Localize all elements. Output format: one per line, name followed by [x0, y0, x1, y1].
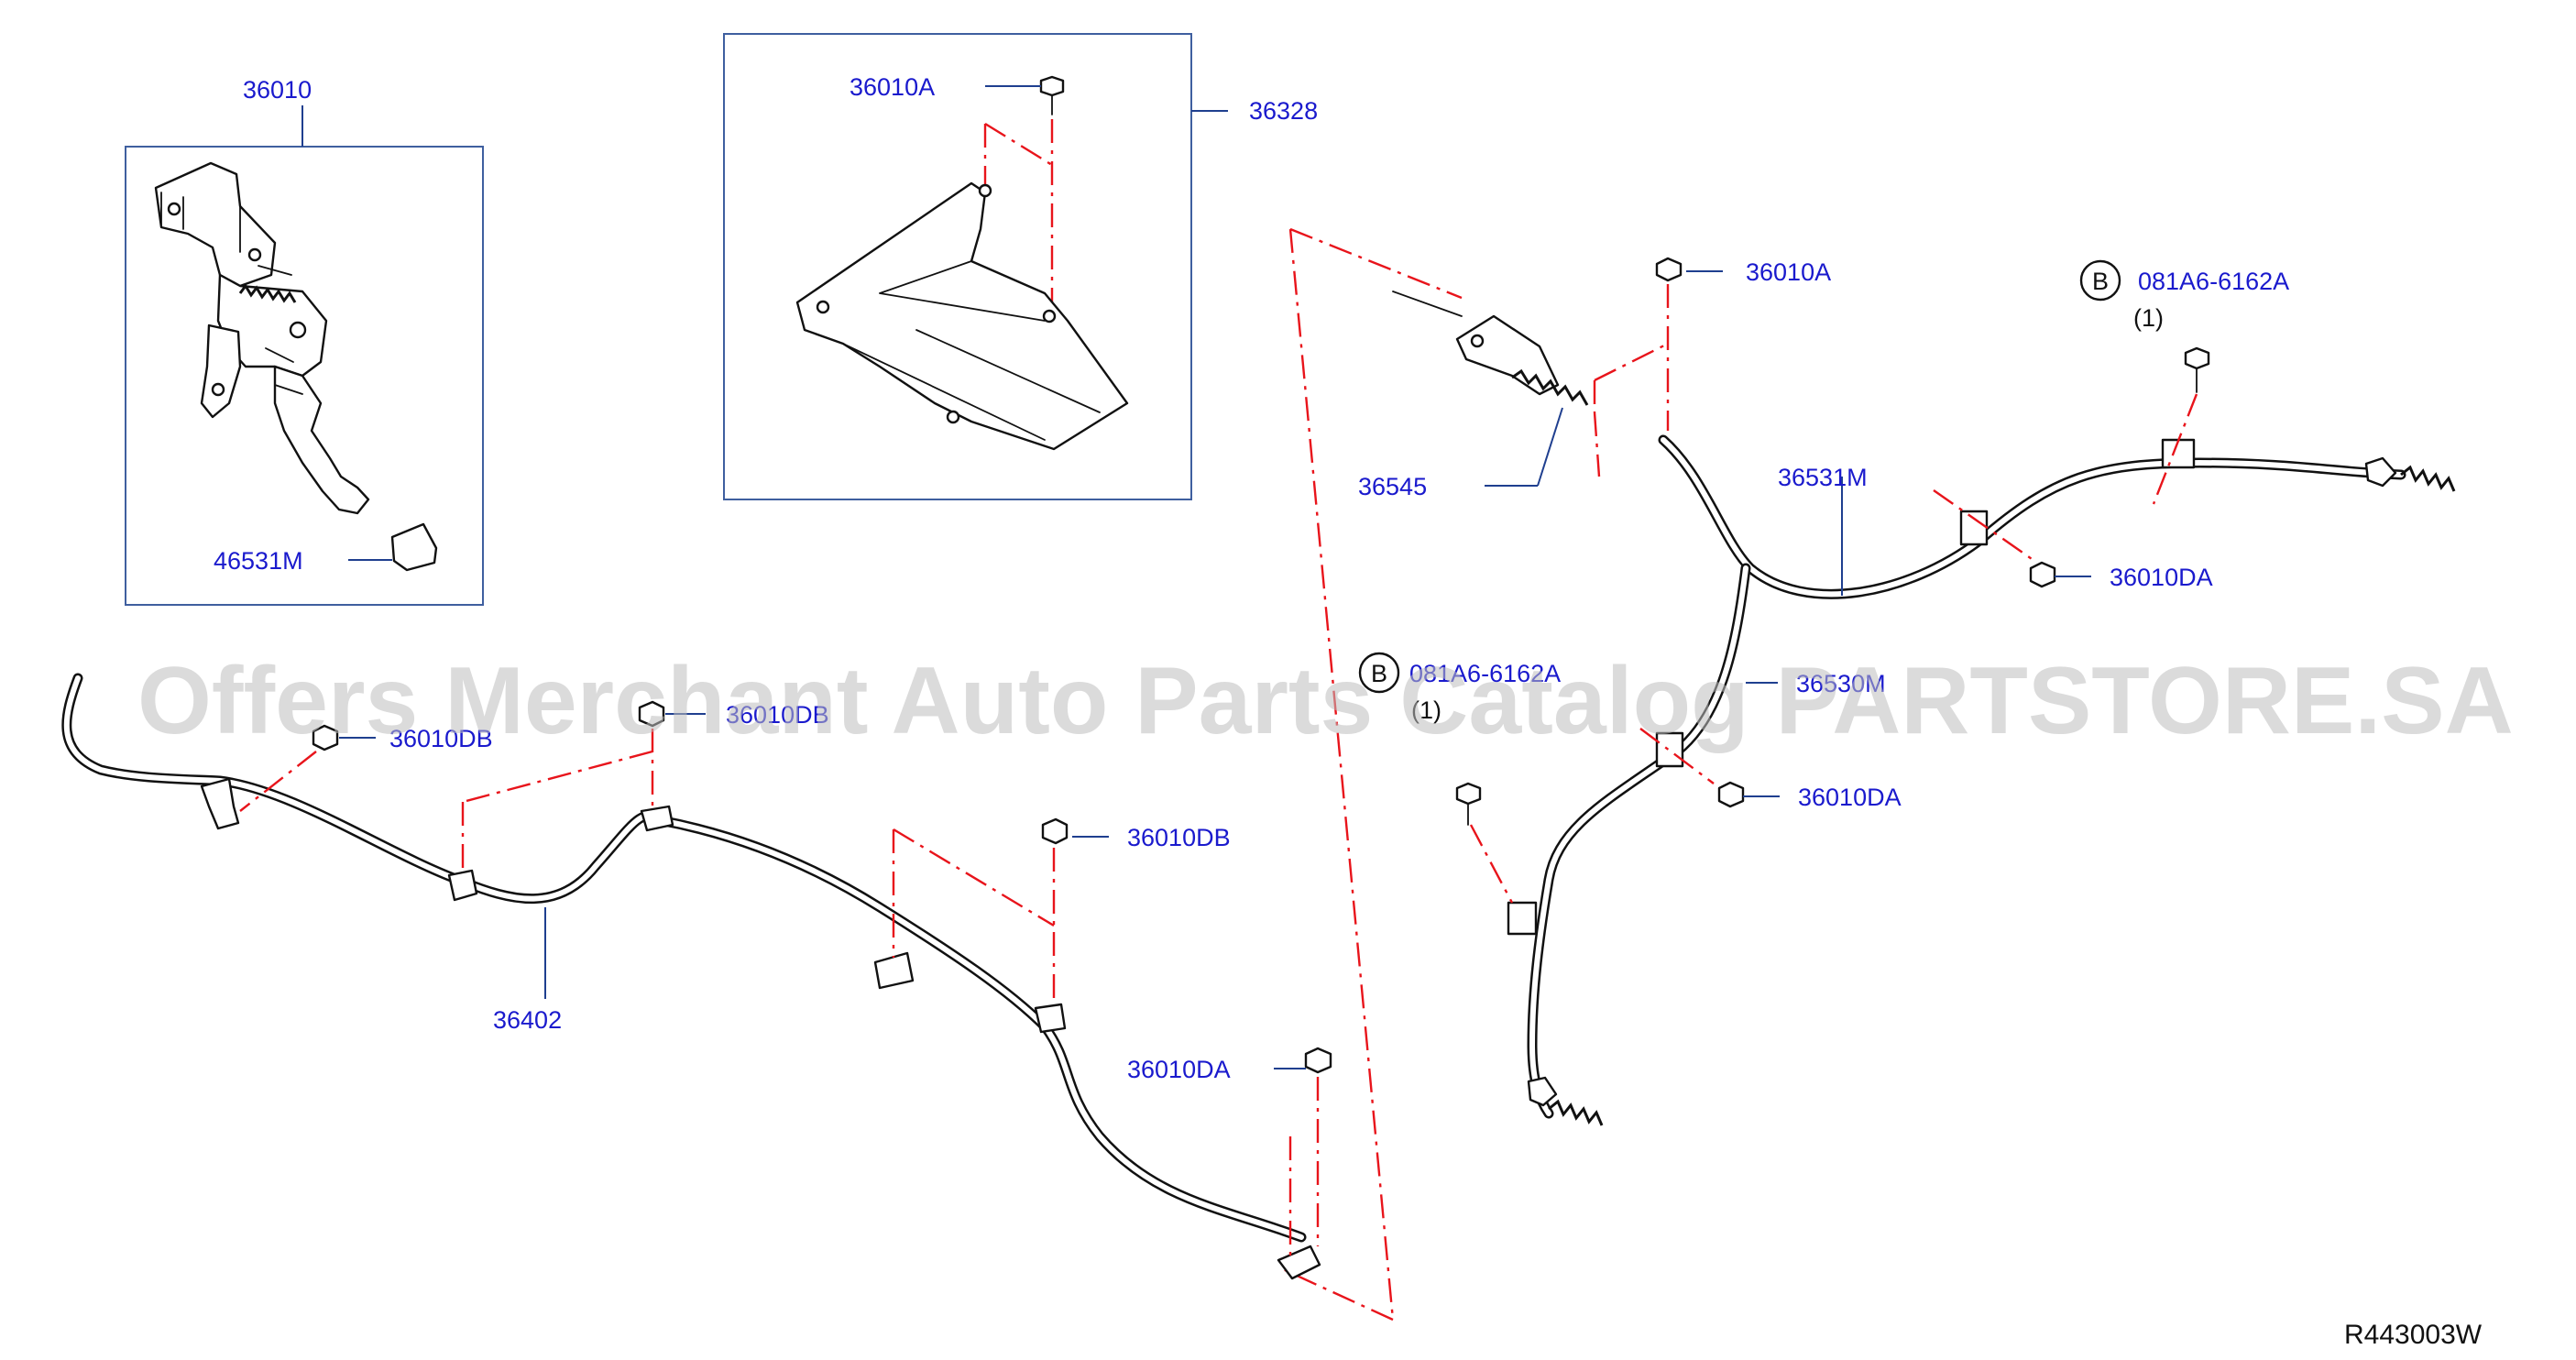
callout-36531m[interactable]: 36531M [1778, 464, 1868, 491]
callout-36010db-2[interactable]: 36010DB [726, 701, 829, 729]
cable-end-spring [1548, 1099, 1604, 1126]
cable-end-spring [2400, 465, 2456, 492]
callout-36010a-top[interactable]: 36010A [850, 73, 935, 101]
cable-bracket-icon [640, 805, 674, 832]
bolt-icon [1655, 257, 1683, 282]
cable-bracket-icon [873, 951, 915, 990]
pedal-assembly-icon [154, 161, 370, 515]
cable-route-lines [1282, 227, 1463, 1322]
bolt-icon [2029, 561, 2056, 588]
cable-cover-group: 36328 36010A [723, 33, 1318, 500]
callout-bolt-upper[interactable]: 081A6-6162A [2138, 268, 2289, 295]
cable-bracket-icon [200, 777, 240, 830]
cable-bracket-icon [1277, 1245, 1321, 1280]
pedal-pad-icon [390, 522, 438, 572]
cable-cover-frame [723, 33, 1192, 500]
bolt-icon [1304, 1047, 1332, 1074]
callout-36402[interactable]: 36402 [493, 1006, 562, 1034]
bolt-icon [1455, 782, 1482, 806]
front-cable-group: 36010DB 36010DB 36010DB 36010DA 36402 [61, 673, 1332, 1280]
bolt-icon [312, 724, 339, 751]
callout-46531m[interactable]: 46531M [214, 547, 303, 575]
callout-36010a-right[interactable]: 36010A [1746, 258, 1831, 286]
callout-36010db-1[interactable]: 36010DB [389, 725, 493, 752]
rear-cable-group: 36010A 36545 36531M B 081A6-6162A (1) 36… [1358, 257, 2456, 1126]
callout-bolt-lower[interactable]: 081A6-6162A [1409, 660, 1561, 687]
callout-36010da-bottom[interactable]: 36010DA [1127, 1056, 1231, 1083]
ref-b-circle [1358, 652, 1400, 694]
callout-36545[interactable]: 36545 [1358, 473, 1427, 500]
callout-36010da-r1[interactable]: 36010DA [2110, 564, 2213, 591]
pedal-assembly-frame [125, 146, 484, 606]
cable-bracket-icon [447, 869, 478, 902]
bolt-icon [2184, 346, 2210, 370]
callout-36010[interactable]: 36010 [243, 76, 312, 104]
bolt-icon [1039, 75, 1065, 97]
bolt-icon [1717, 781, 1745, 808]
ref-b-label: B [2092, 268, 2109, 295]
watermark: Offers Merchant Auto Parts Catalog PARTS… [137, 648, 2514, 754]
equalizer-icon [1455, 314, 1560, 396]
callout-36328[interactable]: 36328 [1249, 97, 1318, 125]
diagram-code: R443003W [2344, 1320, 2483, 1350]
bolt-icon [638, 700, 665, 728]
callout-36530m[interactable]: 36530M [1796, 670, 1886, 697]
callout-36010da-r2[interactable]: 36010DA [1798, 784, 1902, 811]
bolt-lower-qty: (1) [1411, 696, 1441, 724]
pedal-assembly-group: 36010 46531M [125, 76, 484, 606]
ref-b-label: B [1371, 660, 1387, 687]
bolt-icon [1041, 817, 1069, 845]
bolt-upper-qty: (1) [2133, 304, 2164, 332]
cover-plate-icon [795, 181, 1129, 451]
cable-bracket-icon [1034, 1003, 1067, 1034]
ref-b-circle [2079, 259, 2121, 302]
callout-36010db-3[interactable]: 36010DB [1127, 824, 1231, 851]
